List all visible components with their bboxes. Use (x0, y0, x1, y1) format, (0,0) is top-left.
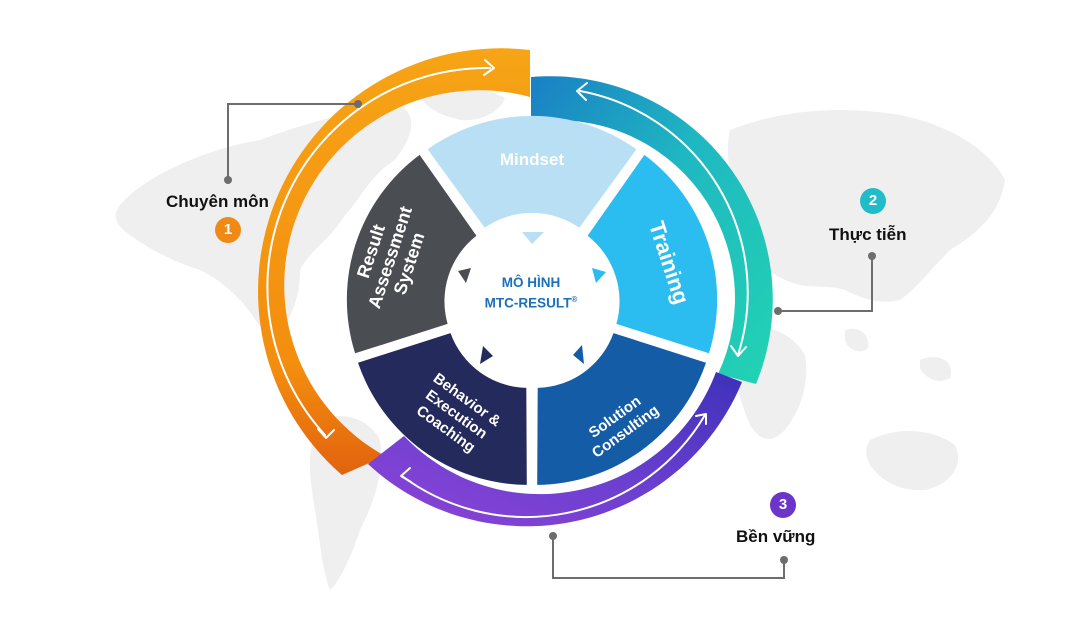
connector-chuyen-mon (227, 103, 358, 180)
pillar-badge-2: 2 (860, 188, 886, 214)
orange-arrowhead-bottom (317, 428, 335, 439)
orange-arc (258, 48, 530, 475)
island-shape (845, 328, 869, 352)
segment-behavior (358, 333, 527, 485)
north-america-shape (115, 105, 412, 340)
segment-label-mindset: Mindset (500, 150, 565, 169)
purple-arrowhead-left (400, 467, 412, 483)
segment-mindset (427, 115, 637, 228)
pointer-bottom-left (480, 346, 493, 364)
pillar-badge-1: 1 (215, 217, 241, 243)
pillar-badge-3: 3 (770, 492, 796, 518)
teal-arrowhead-top (576, 82, 588, 101)
connector-dot (224, 176, 232, 184)
purple-arrowhead-right (695, 413, 707, 425)
pointer-left (458, 268, 471, 283)
pointer-top (522, 232, 544, 244)
center-title-line-2: MTC-RESULT® (451, 291, 611, 312)
center-title: MÔ HÌNH MTC-RESULT® (451, 274, 611, 312)
connector-ben-vung (552, 536, 785, 579)
island-shape-2 (920, 357, 951, 381)
pillar-label-ben-vung: Bền vững (736, 527, 816, 546)
orange-arrowhead-top (483, 59, 495, 76)
purple-arc-arrow (401, 414, 706, 519)
purple-arc (368, 372, 742, 527)
pillar-label-chuyen-mon: Chuyên môn (166, 192, 269, 211)
connector-thuc-tien (778, 256, 873, 312)
pointer-bottom-right (573, 345, 584, 364)
greenland-shape (420, 88, 505, 121)
segment-result (346, 154, 477, 354)
pointer-right (592, 268, 606, 283)
registered-mark: ® (571, 295, 578, 304)
teal-arc-arrow (579, 90, 749, 356)
teal-arrowhead-bottom (730, 345, 747, 357)
segment-solution (537, 333, 706, 485)
center-hub (457, 231, 607, 381)
center-title-model-name: MTC-RESULT (484, 295, 572, 311)
connector-dot (780, 556, 788, 564)
connector-dot (354, 100, 362, 108)
teal-arc (531, 76, 773, 384)
orange-arc-arrow (266, 66, 491, 436)
australia-shape (866, 430, 959, 491)
center-title-line-1: MÔ HÌNH (501, 275, 561, 290)
pillar-label-thuc-tien: Thực tiễn (829, 225, 907, 244)
connector-dot (774, 307, 782, 315)
segment-training (587, 154, 718, 354)
connector-dot (868, 252, 876, 260)
connector-dot (549, 532, 557, 540)
